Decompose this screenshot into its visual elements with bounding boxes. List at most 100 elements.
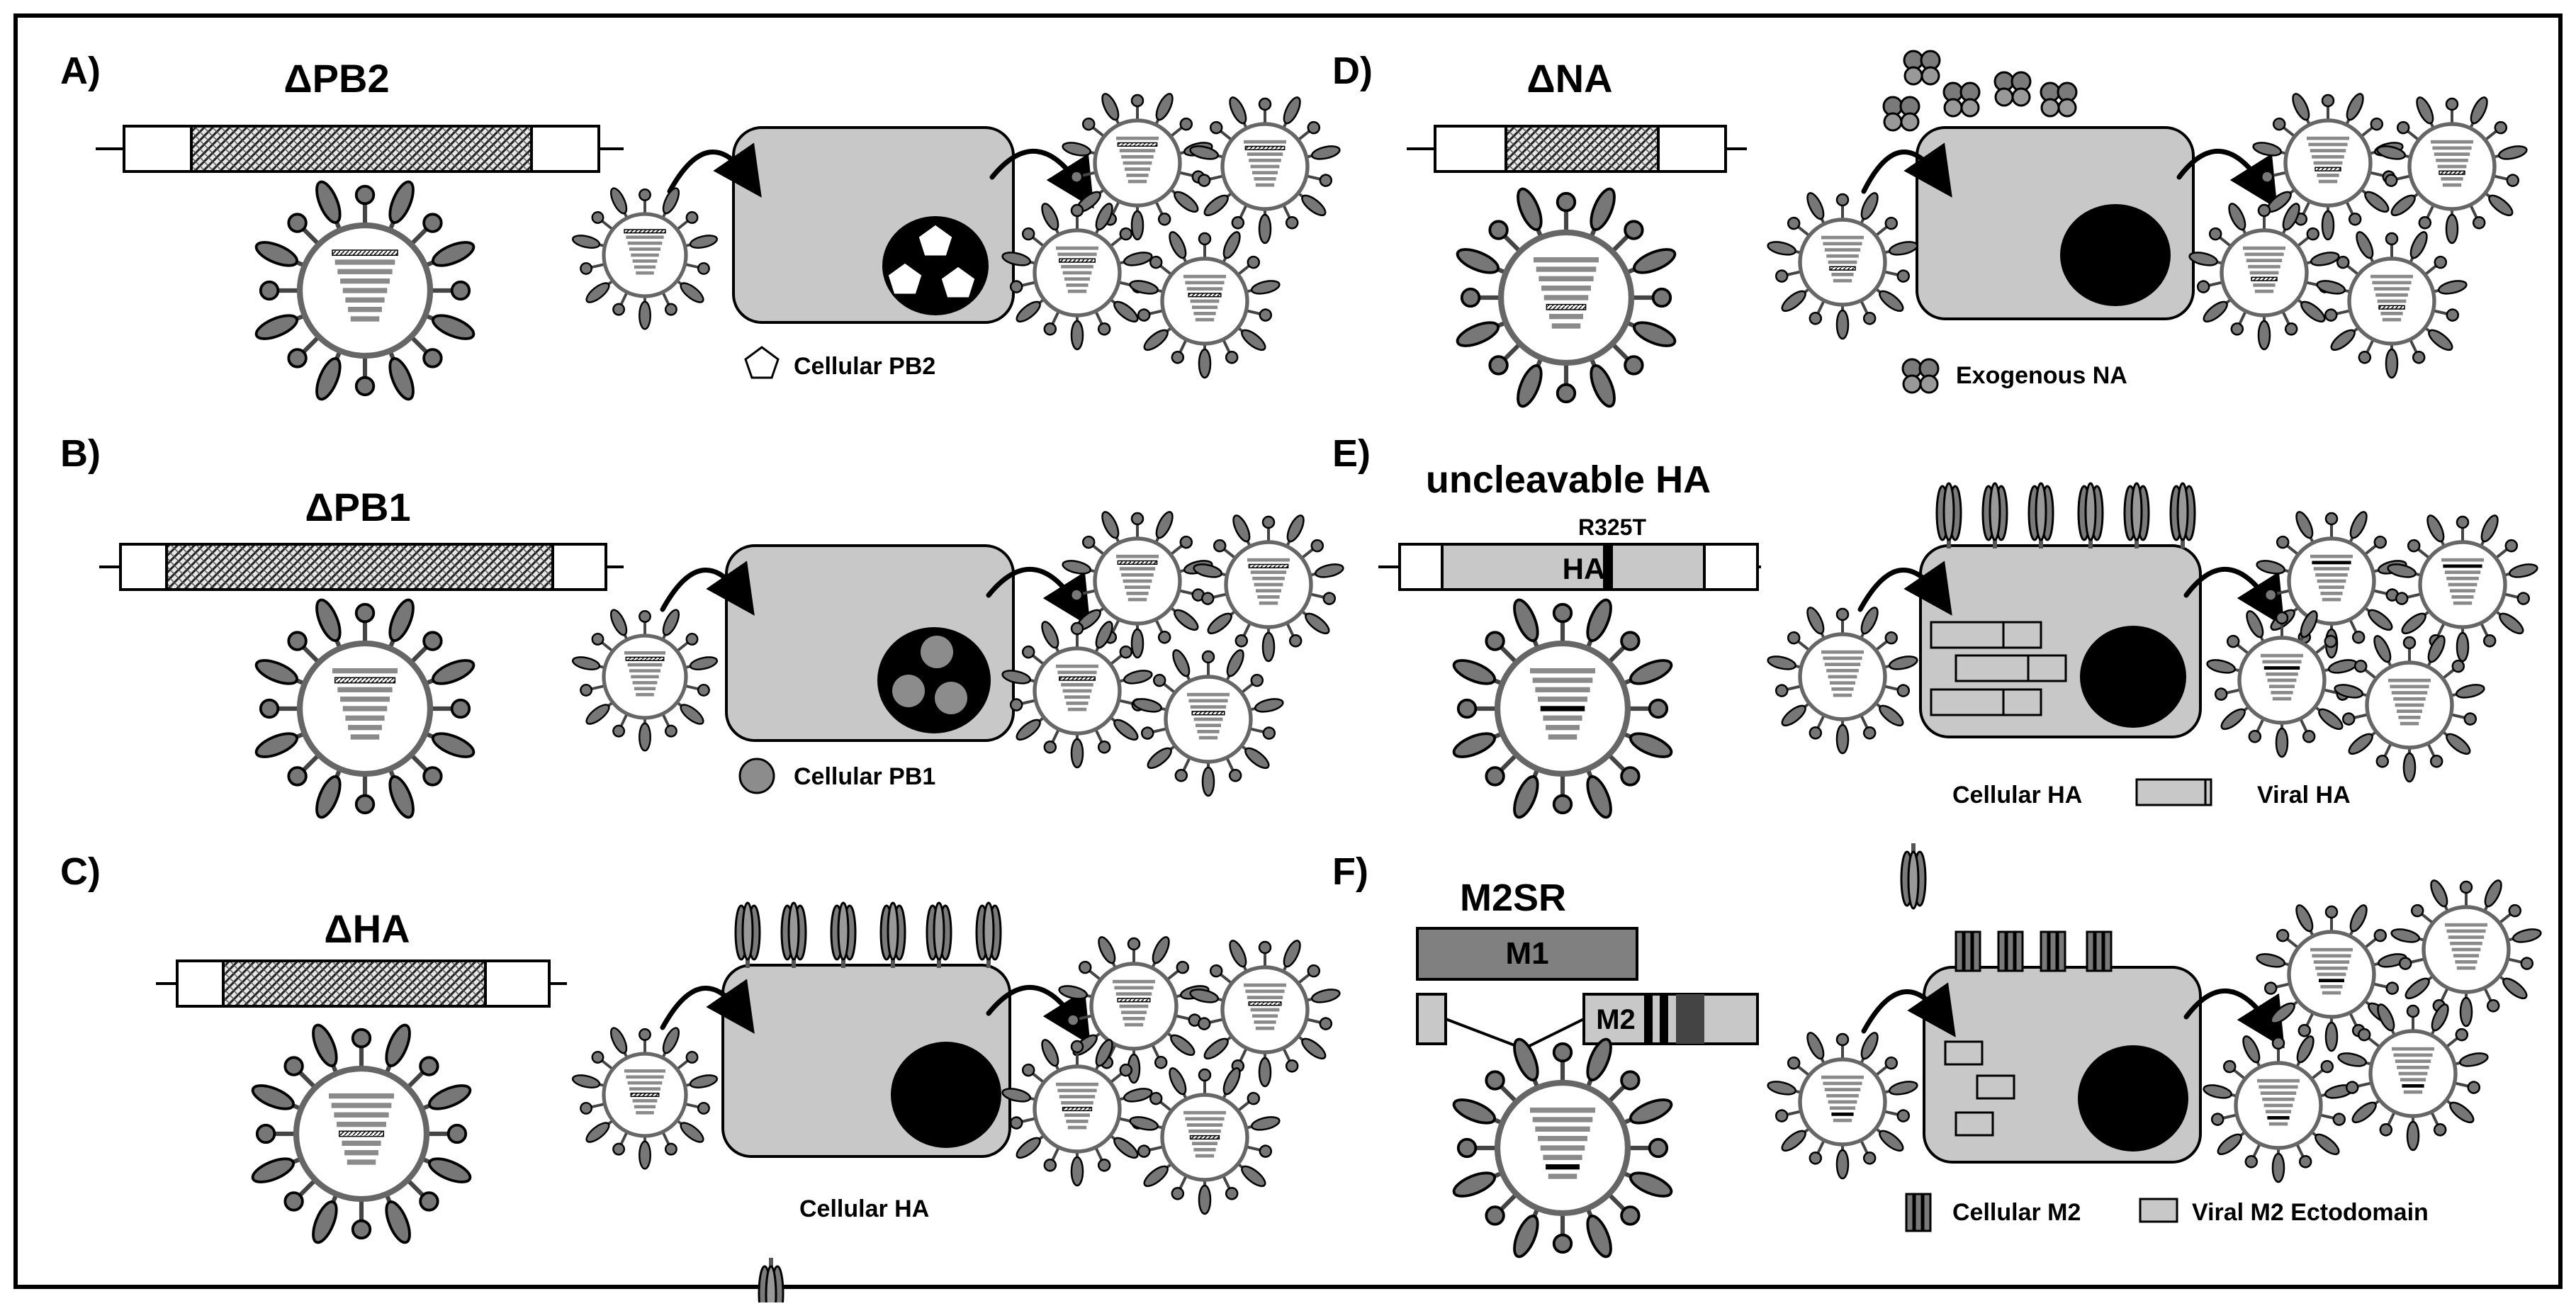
panel-d-title: ΔNA (1526, 56, 1612, 101)
m2-label: M2 (1596, 1004, 1636, 1035)
ha-spike-icon (1900, 843, 1927, 910)
virion (571, 609, 719, 752)
virion (2334, 635, 2485, 783)
na-particle (1901, 358, 1940, 394)
circle-icon (738, 758, 775, 794)
ha-spike (2123, 482, 2150, 548)
exit-arrow (2176, 149, 2278, 209)
virion (1767, 192, 1918, 340)
nucleus (2078, 1045, 2188, 1152)
ha-spike (1981, 482, 2008, 548)
viral-ha-in-cell (1930, 621, 2067, 716)
viral-m2-icon (2139, 1198, 2178, 1223)
legend-label: Cellular HA (799, 1195, 929, 1222)
ha-spike (879, 901, 906, 968)
mutation-label: R325T (1578, 514, 1647, 540)
entry-arrow (667, 142, 762, 198)
cellular-ha-on-cell (734, 901, 1002, 968)
exit-arrow (989, 149, 1094, 209)
entry-arrow (660, 561, 755, 616)
ha-spike (926, 901, 952, 968)
m2-icon (1905, 1193, 1932, 1232)
entry-arrow (1861, 142, 1952, 198)
legend-panel-d: Exogenous NA (1901, 358, 2127, 394)
cell-panel-c (721, 964, 1011, 1158)
virion (1452, 1037, 1673, 1259)
panel-b-letter: B) (60, 432, 101, 475)
virion (2316, 231, 2468, 379)
legend-label: Cellular PB2 (794, 353, 935, 380)
gene-construct-na (1407, 125, 1747, 173)
cellular-pb1-in-nucleus (892, 636, 967, 714)
ha-spike (2077, 482, 2104, 548)
panel-b-title: ΔPB1 (305, 485, 410, 529)
na-particle (1942, 81, 1981, 118)
virion (1001, 203, 1153, 351)
cellular-m2-on-cell (1955, 930, 2113, 972)
virion (1767, 607, 1918, 755)
gene-construct-m2sr: M1 M2 (1416, 927, 1759, 1051)
virion (2376, 96, 2528, 244)
virion (2203, 1035, 2354, 1183)
virion (254, 598, 476, 819)
legend-panel-c: Cellular HA (758, 1195, 929, 1306)
virion (1767, 1032, 1918, 1180)
infection-arrows (660, 142, 2285, 1049)
exogenous-na-particles (1882, 50, 2078, 132)
virion (1058, 936, 1210, 1084)
legend-label-cellular: Cellular HA (1952, 782, 2082, 809)
entry-arrow (1857, 561, 1952, 616)
na-particle (1903, 50, 1941, 86)
pentagon-icon (744, 346, 780, 379)
figure-border (13, 13, 2563, 1289)
panel-a-letter: A) (60, 50, 101, 92)
nucleus (2080, 626, 2186, 728)
panel-e-letter: E) (1332, 432, 1371, 475)
virion (1452, 598, 1673, 819)
virion (2387, 514, 2538, 663)
virion (2188, 203, 2340, 351)
ha-spike (975, 901, 1002, 968)
legend-label-viral: Viral M2 Ectodomain (2192, 1199, 2429, 1226)
entry-arrow (1861, 982, 1956, 1037)
nucleus (2060, 204, 2171, 306)
exit-arrow (986, 985, 1091, 1045)
panel-f-letter: F) (1332, 850, 1368, 893)
viral-ha-icon (2135, 778, 2212, 806)
nucleus (891, 1042, 1001, 1148)
gene-construct-ha-deleted (156, 959, 567, 1008)
virion (1001, 621, 1153, 769)
ha-spike (780, 901, 807, 968)
exit-arrow (986, 567, 1091, 627)
na-particle (1993, 71, 2032, 107)
virion (1132, 649, 1284, 797)
panel-d-letter: D) (1332, 50, 1373, 92)
panel-c-letter: C) (60, 850, 101, 893)
m1-label: M1 (1505, 936, 1548, 971)
na-particle (2040, 81, 2078, 118)
entry-arrow (660, 979, 755, 1034)
virion (571, 1027, 719, 1170)
virion (2337, 1003, 2489, 1152)
legend-label: Cellular PB1 (794, 763, 935, 790)
panel-a-title: ΔPB2 (283, 56, 389, 101)
panel-f-title: M2SR (1460, 877, 1566, 919)
ha-spike (2027, 482, 2054, 548)
panel-c-title: ΔHA (324, 906, 410, 951)
virion (1129, 1067, 1281, 1215)
virion (251, 1023, 472, 1244)
virion (254, 180, 476, 401)
legend-panel-e: Cellular HA Viral HA (1900, 778, 2351, 910)
exit-arrow (2183, 567, 2285, 627)
virion (1062, 511, 1213, 659)
cellular-ha-on-cell (1935, 482, 2196, 548)
viral-m2-in-cell (1944, 1040, 2015, 1137)
cell-panel-d (1916, 126, 2195, 320)
virion (1189, 96, 1341, 244)
panel-e-title: uncleavable HA (1426, 458, 1711, 501)
cell-panel-b (725, 544, 1015, 742)
legend-label-viral: Viral HA (2257, 782, 2351, 809)
ha-spike-icon (758, 1258, 784, 1306)
virion (2252, 93, 2404, 241)
